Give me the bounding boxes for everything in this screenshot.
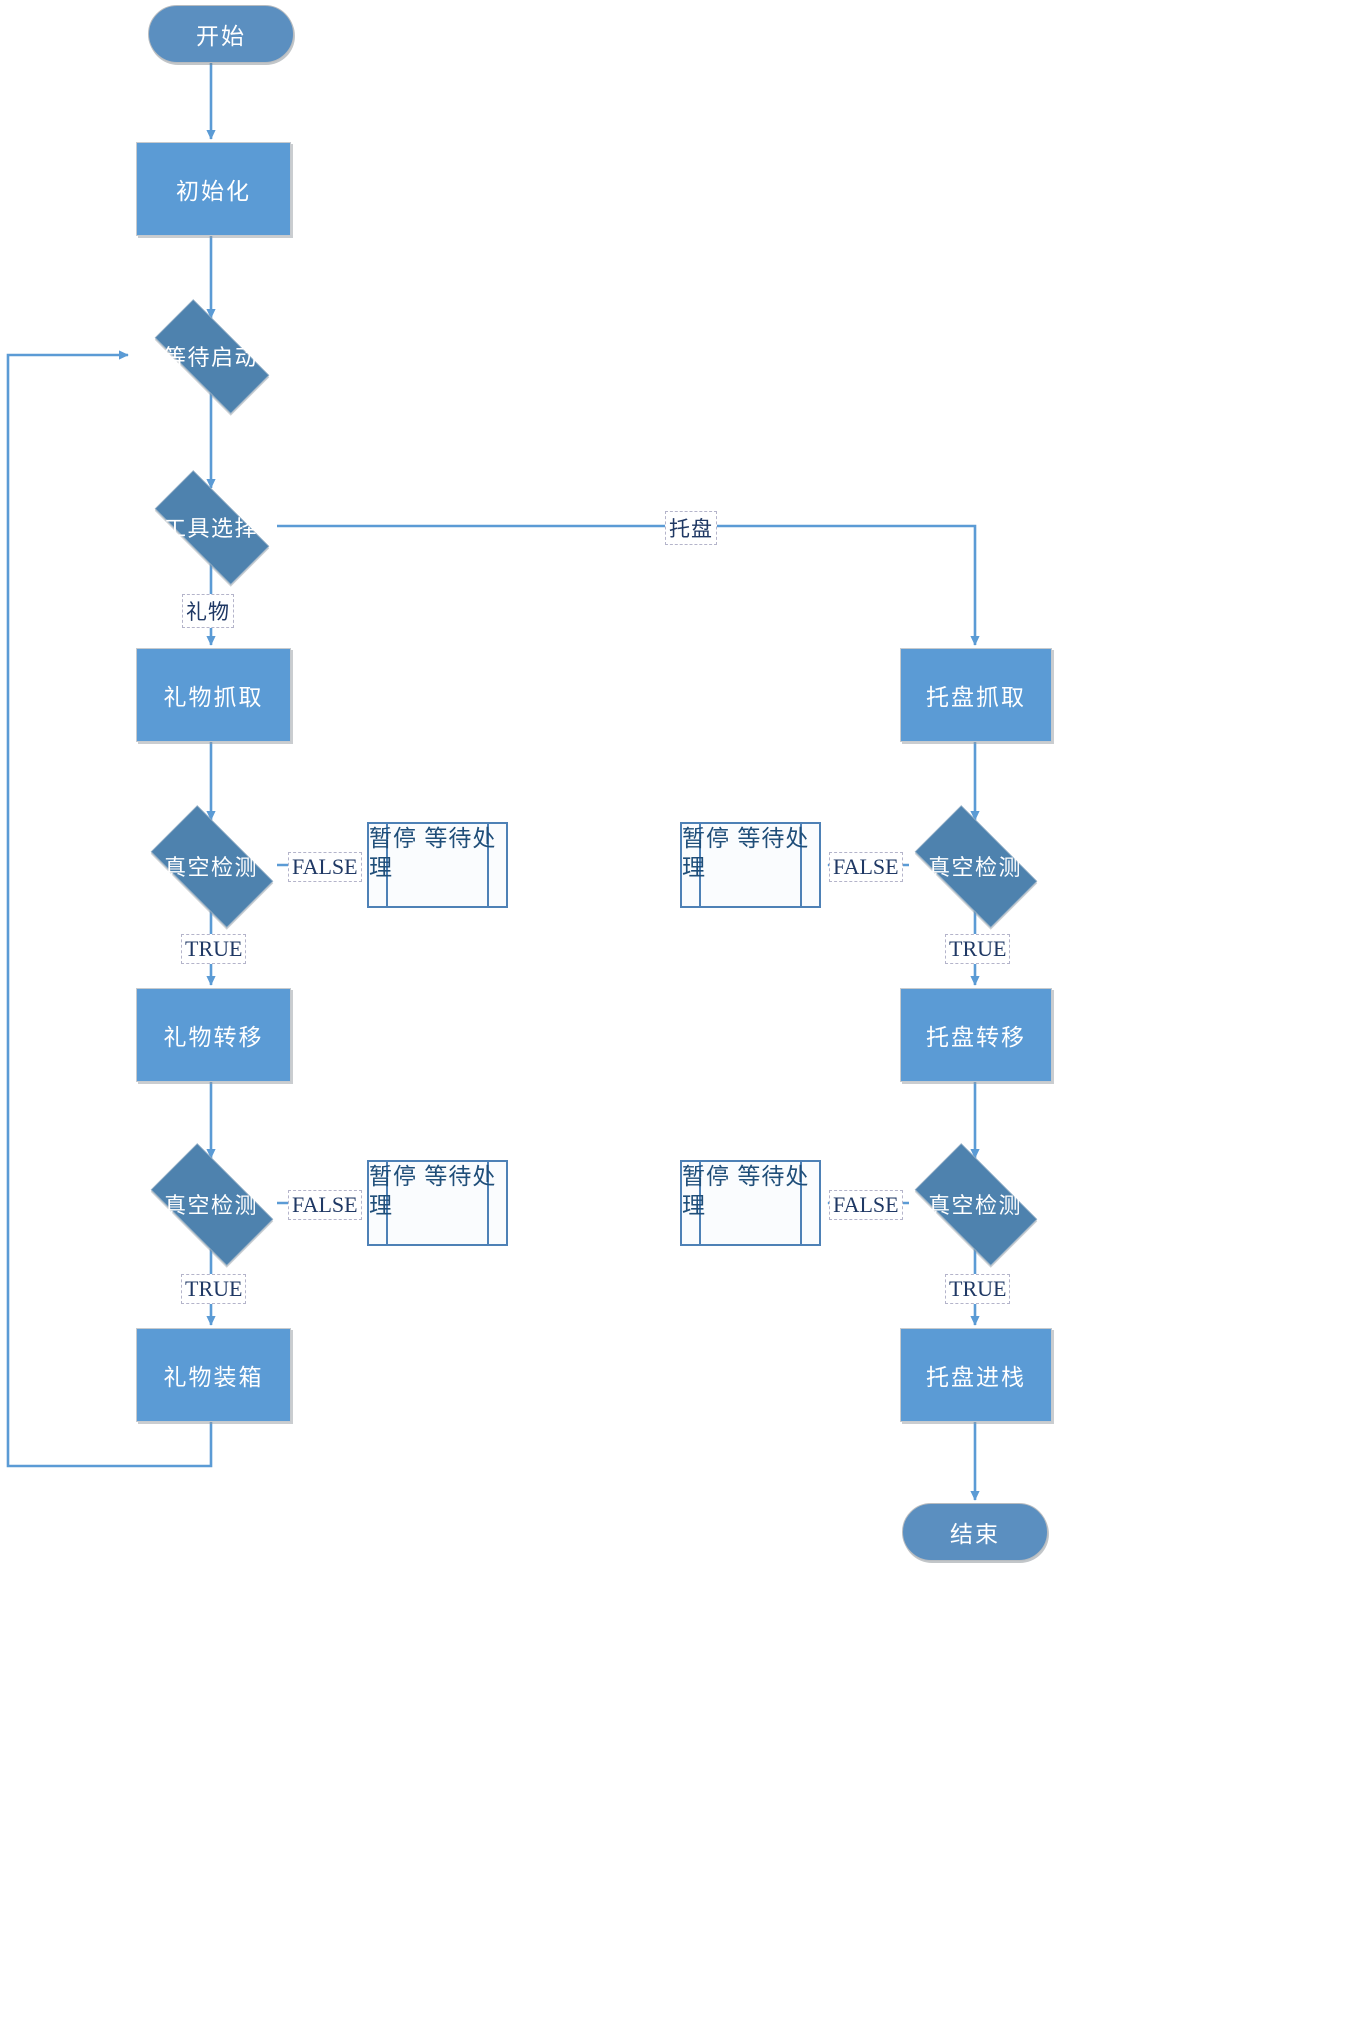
node-vacuum-check-right-2-label: 真空检测 bbox=[927, 1192, 1022, 1218]
node-wait-start[interactable]: 等待启动 bbox=[136, 299, 286, 414]
node-pause-right-1-line1: 暂停 bbox=[682, 825, 730, 851]
node-pause-right-2[interactable]: 暂停 等待处理 bbox=[680, 1160, 821, 1246]
node-start-label: 开始 bbox=[196, 23, 246, 49]
predefined-left-bar bbox=[699, 1162, 701, 1244]
predefined-left-bar bbox=[386, 1162, 388, 1244]
node-end-label: 结束 bbox=[950, 1521, 1000, 1547]
node-tray-pick-label: 托盘抓取 bbox=[926, 684, 1026, 710]
predefined-left-bar bbox=[386, 824, 388, 906]
predefined-right-bar bbox=[487, 824, 489, 906]
node-vacuum-check-right-1[interactable]: 真空检测 bbox=[900, 805, 1050, 928]
node-gift-boxing-label: 礼物装箱 bbox=[163, 1364, 264, 1390]
node-vacuum-check-left-1[interactable]: 真空检测 bbox=[136, 805, 286, 928]
node-tray-move[interactable]: 托盘转移 bbox=[900, 988, 1052, 1082]
node-tool-select[interactable]: 工具选择 bbox=[136, 470, 286, 585]
edge-label-false-right-2: FALSE bbox=[829, 1190, 903, 1220]
node-pause-left-1-line2: 等待处理 bbox=[369, 825, 497, 881]
node-pause-left-2-line2: 等待处理 bbox=[369, 1163, 497, 1219]
node-gift-move[interactable]: 礼物转移 bbox=[136, 988, 291, 1082]
edge-label-true-left-1: TRUE bbox=[181, 934, 247, 964]
node-gift-boxing[interactable]: 礼物装箱 bbox=[136, 1328, 291, 1422]
edge-label-true-left-2: TRUE bbox=[181, 1274, 247, 1304]
node-pause-left-1[interactable]: 暂停 等待处理 bbox=[367, 822, 508, 908]
edge-label-false-right-1: FALSE bbox=[829, 852, 903, 882]
predefined-right-bar bbox=[800, 824, 802, 906]
node-gift-pick[interactable]: 礼物抓取 bbox=[136, 648, 291, 742]
node-wait-start-label: 等待启动 bbox=[163, 344, 258, 370]
predefined-right-bar bbox=[487, 1162, 489, 1244]
edge-label-tray-branch: 托盘 bbox=[665, 511, 717, 545]
edge-label-false-left-2: FALSE bbox=[288, 1190, 362, 1220]
node-pause-right-1[interactable]: 暂停 等待处理 bbox=[680, 822, 821, 908]
node-pause-right-2-line1: 暂停 bbox=[682, 1163, 730, 1189]
node-pause-left-1-line1: 暂停 bbox=[369, 825, 417, 851]
node-vacuum-check-left-2[interactable]: 真空检测 bbox=[136, 1143, 286, 1266]
node-end[interactable]: 结束 bbox=[902, 1503, 1048, 1561]
predefined-left-bar bbox=[699, 824, 701, 906]
node-pause-right-1-line2: 等待处理 bbox=[682, 825, 810, 881]
node-pause-left-2-line1: 暂停 bbox=[369, 1163, 417, 1189]
node-gift-move-label: 礼物转移 bbox=[163, 1024, 264, 1050]
node-vacuum-check-left-2-label: 真空检测 bbox=[163, 1192, 258, 1218]
predefined-right-bar bbox=[800, 1162, 802, 1244]
node-tray-stack[interactable]: 托盘进栈 bbox=[900, 1328, 1052, 1422]
node-vacuum-check-right-2[interactable]: 真空检测 bbox=[900, 1143, 1050, 1266]
node-tray-stack-label: 托盘进栈 bbox=[926, 1364, 1026, 1390]
node-tray-pick[interactable]: 托盘抓取 bbox=[900, 648, 1052, 742]
node-tool-select-label: 工具选择 bbox=[163, 515, 258, 541]
edge-label-true-right-2: TRUE bbox=[945, 1274, 1011, 1304]
node-pause-right-2-line2: 等待处理 bbox=[682, 1163, 810, 1219]
edge-toolselect-to-traypick bbox=[277, 524, 980, 646]
node-pause-left-2[interactable]: 暂停 等待处理 bbox=[367, 1160, 508, 1246]
node-init-label: 初始化 bbox=[176, 178, 251, 204]
node-tray-move-label: 托盘转移 bbox=[926, 1024, 1026, 1050]
edge-label-true-right-1: TRUE bbox=[945, 934, 1011, 964]
node-init[interactable]: 初始化 bbox=[136, 142, 291, 236]
node-start[interactable]: 开始 bbox=[148, 5, 294, 63]
edge-label-false-left-1: FALSE bbox=[288, 852, 362, 882]
node-vacuum-check-right-1-label: 真空检测 bbox=[927, 854, 1022, 880]
node-gift-pick-label: 礼物抓取 bbox=[163, 684, 264, 710]
edge-label-gift-branch: 礼物 bbox=[182, 594, 234, 628]
node-vacuum-check-left-1-label: 真空检测 bbox=[163, 854, 258, 880]
